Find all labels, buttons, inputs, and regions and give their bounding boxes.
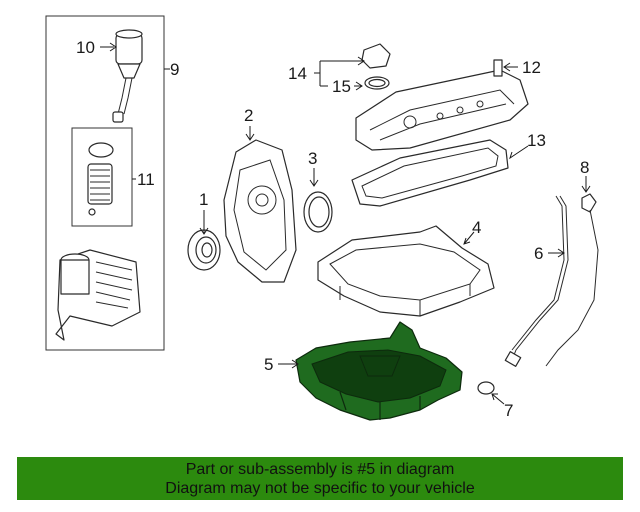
info-banner: Part or sub-assembly is #5 in diagram Di…: [17, 457, 623, 500]
leader-5: [278, 359, 299, 369]
callout-13: 13: [527, 131, 546, 150]
leader-8: [581, 176, 591, 193]
parts-diagram: 10 9 11 1 2 3 14 15 12 13 4 5 6 7 8: [45, 15, 599, 421]
dipstick-tube[interactable]: [504, 195, 569, 367]
callout-10: 10: [76, 38, 95, 57]
timing-cover-seal[interactable]: [303, 191, 333, 233]
upper-oil-pan[interactable]: [317, 225, 495, 317]
oil-filter-cap[interactable]: [112, 29, 143, 123]
oil-filter-group-box: [45, 15, 165, 351]
filter-element-group-box: [71, 127, 133, 227]
callout-8: 8: [580, 158, 589, 177]
callout-5: 5: [264, 355, 273, 374]
leader-2: [245, 126, 255, 141]
oil-filler-cap[interactable]: [361, 43, 391, 69]
callout-6: 6: [534, 244, 543, 263]
callout-2: 2: [244, 106, 253, 125]
leader-6: [548, 248, 565, 258]
banner-line-disclaimer: Diagram may not be specific to your vehi…: [165, 480, 475, 497]
callout-7: 7: [504, 401, 513, 420]
oil-filter-housing[interactable]: [55, 249, 141, 341]
leader-15: [354, 81, 363, 91]
filler-cap-oring[interactable]: [364, 76, 390, 90]
callout-9: 9: [170, 60, 179, 79]
callout-11: 11: [137, 170, 155, 189]
valve-cover[interactable]: [355, 59, 529, 151]
leader-13: [509, 145, 529, 160]
leader-3: [309, 168, 319, 187]
timing-cover[interactable]: [223, 139, 297, 283]
crankshaft-seal[interactable]: [187, 229, 221, 271]
leader-10: [100, 42, 117, 52]
leader-4: [463, 231, 475, 245]
lower-oil-pan-highlighted[interactable]: [295, 321, 463, 421]
leader-14: [314, 56, 365, 87]
leader-12: [503, 62, 518, 72]
callout-12: 12: [522, 58, 541, 77]
leader-7: [491, 393, 505, 405]
callout-14: 14: [288, 64, 307, 83]
leader-1: [199, 210, 209, 235]
dipstick[interactable]: [545, 193, 599, 367]
callout-4: 4: [472, 218, 481, 237]
oil-filter-element[interactable]: [87, 142, 114, 216]
callout-3: 3: [308, 149, 317, 168]
valve-cover-gasket[interactable]: [351, 139, 509, 207]
callout-1: 1: [199, 190, 208, 209]
callout-15: 15: [332, 77, 351, 96]
dipstick-oring[interactable]: [477, 381, 495, 395]
banner-line-part: Part or sub-assembly is #5 in diagram: [185, 461, 455, 478]
